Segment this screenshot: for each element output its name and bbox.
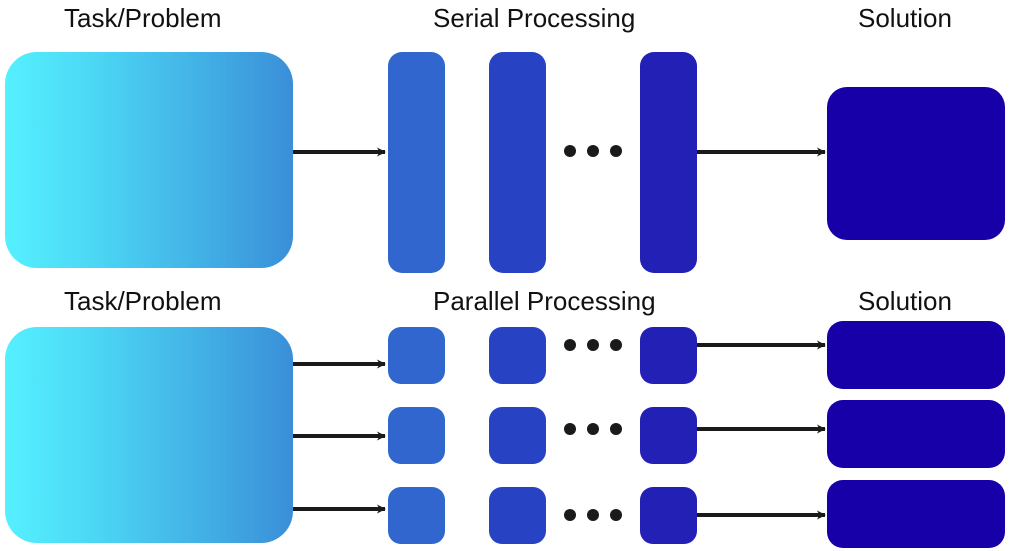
parallel-processor-3-1 <box>388 487 445 544</box>
parallel-ellipsis-2 <box>564 423 622 435</box>
serial-processor-n <box>640 52 697 273</box>
serial-processing-label: Serial Processing <box>433 3 636 33</box>
parallel-processor-3-2 <box>489 487 546 544</box>
parallel-processor-1-n <box>640 327 697 384</box>
parallel-solution-box-1 <box>827 321 1005 389</box>
parallel-ellipsis-1 <box>564 339 622 351</box>
serial-solution-box <box>827 87 1005 240</box>
parallel-solution-label: Solution <box>858 286 952 316</box>
parallel-processor-1-2 <box>489 327 546 384</box>
parallel-ellipsis-3 <box>564 509 622 521</box>
parallel-task-label: Task/Problem <box>64 286 222 316</box>
serial-task-label: Task/Problem <box>64 3 222 33</box>
parallel-solution-box-3 <box>827 480 1005 548</box>
parallel-processor-2-2 <box>489 407 546 464</box>
serial-solution-label: Solution <box>858 3 952 33</box>
parallel-processor-1-1 <box>388 327 445 384</box>
parallel-task-box <box>5 327 293 543</box>
parallel-solution-box-2 <box>827 400 1005 468</box>
parallel-processor-2-1 <box>388 407 445 464</box>
parallel-processor-3-n <box>640 487 697 544</box>
serial-processor-2 <box>489 52 546 273</box>
serial-ellipsis <box>564 145 622 157</box>
serial-task-box <box>5 52 293 268</box>
parallel-processing-label: Parallel Processing <box>433 286 656 316</box>
parallel-processor-2-n <box>640 407 697 464</box>
serial-processor-1 <box>388 52 445 273</box>
